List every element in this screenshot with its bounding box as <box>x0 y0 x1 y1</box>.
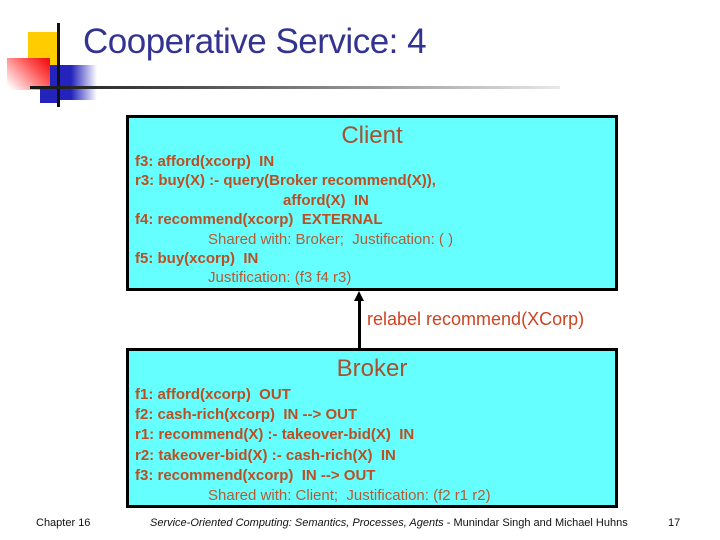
slide-title: Cooperative Service: 4 <box>83 22 427 61</box>
decoration-blue-square-small <box>40 88 58 103</box>
broker-line-f3: f3: recommend(xcorp) IN --> OUT <box>135 466 376 484</box>
footer-chapter: Chapter 16 <box>36 517 91 529</box>
client-heading: Client <box>341 122 403 149</box>
decoration-vertical-line <box>57 23 60 107</box>
broker-line-f1: f1: afford(xcorp) OUT <box>135 386 291 403</box>
broker-heading: Broker <box>336 355 408 382</box>
client-line-f4-sharing-note: Shared with: Broker; Justification: ( ) <box>208 230 454 248</box>
footer-authors: - Munindar Singh and Michael Huhns <box>446 517 628 529</box>
footer-book-reference: Service-Oriented Computing: Semantics, P… <box>150 517 628 529</box>
client-line-r3-continuation: afford(X) IN <box>283 191 369 209</box>
client-line-f4: f4: recommend(xcorp) EXTERNAL <box>135 211 383 229</box>
client-line-r3: r3: buy(X) :- query(Broker recommend(X))… <box>135 172 436 190</box>
title-underline <box>30 86 560 89</box>
broker-line-f2: f2: cash-rich(xcorp) IN --> OUT <box>135 406 358 424</box>
broker-lines: f1: afford(xcorp) OUT f2: cash-rich(xcor… <box>129 385 615 506</box>
broker-line-r1: r1: recommend(X) :- takeover-bid(X) IN <box>135 426 415 444</box>
broker-box: Broker f1: afford(xcorp) OUT f2: cash-ri… <box>126 348 618 508</box>
client-line-f5-justification-note: Justification: (f3 f4 r3) <box>208 269 352 287</box>
broker-line-f3-sharing-note: Shared with: Client; Justification: (f2 … <box>208 487 491 505</box>
footer-book-title: Service-Oriented Computing: Semantics, P… <box>150 517 444 529</box>
client-lines: f3: afford(xcorp) IN r3: buy(X) :- query… <box>129 152 615 288</box>
client-box: Client f3: afford(xcorp) IN r3: buy(X) :… <box>126 115 618 291</box>
client-line-f3: f3: afford(xcorp) IN <box>135 153 275 170</box>
decoration-red-square <box>7 58 50 90</box>
relabel-arrow-line <box>358 299 361 349</box>
relabel-arrow-label: relabel recommend(XCorp) <box>367 309 585 329</box>
client-line-f5: f5: buy(xcorp) IN <box>135 250 259 268</box>
relabel-arrow-head-icon <box>354 291 364 301</box>
broker-line-r2: r2: takeover-bid(X) :- cash-rich(X) IN <box>135 446 396 464</box>
footer-page-number: 17 <box>668 517 681 529</box>
